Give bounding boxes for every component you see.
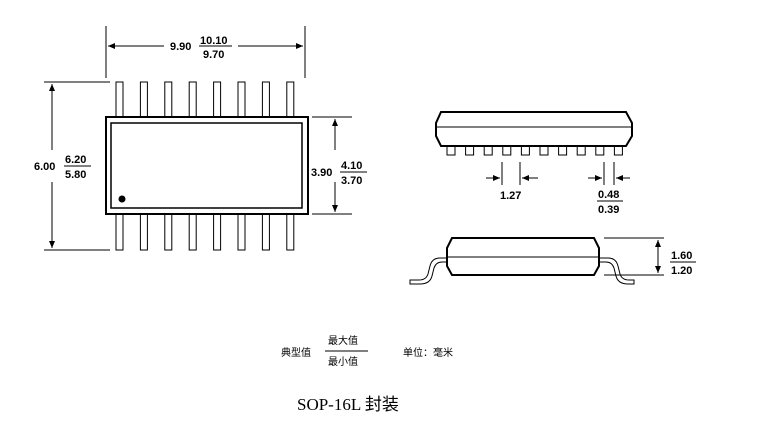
legend-max: 最大值 [328, 334, 358, 347]
height-dimension: 1.60 1.20 [604, 237, 696, 277]
bottom-pin [139, 212, 148, 251]
top-view: 9.90 10.10 9.70 6.00 6.20 5.80 3.90 4.10… [34, 26, 367, 251]
top-pin [139, 81, 148, 119]
side-view-right-lead [597, 257, 635, 285]
legend: 典型值 最大值 最小值 单位：毫米 [281, 334, 453, 368]
body-width-dimension: 3.90 4.10 3.70 [311, 116, 367, 215]
legend-min: 最小值 [328, 355, 358, 368]
pitch-value: 1.27 [500, 190, 521, 202]
side-view: 1.60 1.20 [409, 237, 696, 285]
bottom-pin [286, 212, 295, 251]
top-view-body-outer [105, 116, 309, 215]
length-max: 10.10 [200, 35, 228, 47]
legend-unit: 单位：毫米 [403, 346, 453, 359]
length-min: 9.70 [203, 49, 224, 61]
legend-typical: 典型值 [281, 346, 311, 359]
lead-width-max: 0.48 [598, 189, 619, 201]
top-pin [286, 81, 295, 119]
top-pin [164, 81, 173, 119]
bottom-pin [164, 212, 173, 251]
length-dimension: 9.90 10.10 9.70 [105, 26, 306, 78]
package-caption: SOP-16L 封装 [297, 395, 399, 414]
top-pin [261, 81, 270, 119]
overall-width-dimension: 6.00 6.20 5.80 [34, 81, 110, 251]
bottom-pin [115, 212, 124, 251]
front-view-leads [446, 144, 623, 156]
bottom-pin [213, 212, 222, 251]
overall-width-max: 6.20 [65, 154, 86, 166]
top-pin [237, 81, 246, 119]
side-view-left-lead [409, 257, 451, 285]
top-pin [213, 81, 222, 119]
top-view-body-inner [110, 122, 303, 209]
front-view-body [435, 111, 633, 147]
body-width-max: 4.10 [341, 160, 362, 172]
height-min: 1.20 [671, 265, 692, 277]
bottom-pin [237, 212, 246, 251]
top-pin [115, 81, 124, 119]
body-width-min: 3.70 [341, 175, 362, 187]
bottom-pin [188, 212, 197, 251]
front-view: 1.27 0.48 0.39 [435, 111, 633, 216]
body-width-nominal: 3.90 [311, 167, 332, 179]
top-pin [188, 81, 197, 119]
lead-width-dimension: 0.48 0.39 [588, 162, 630, 216]
lead-width-min: 0.39 [598, 204, 619, 216]
bottom-pin [261, 212, 270, 251]
pin1-marker [118, 195, 126, 203]
height-max: 1.60 [671, 250, 692, 262]
pitch-dimension: 1.27 [486, 162, 538, 202]
overall-width-min: 5.80 [65, 169, 86, 181]
length-nominal: 9.90 [170, 41, 191, 53]
overall-width-nominal: 6.00 [34, 161, 55, 173]
